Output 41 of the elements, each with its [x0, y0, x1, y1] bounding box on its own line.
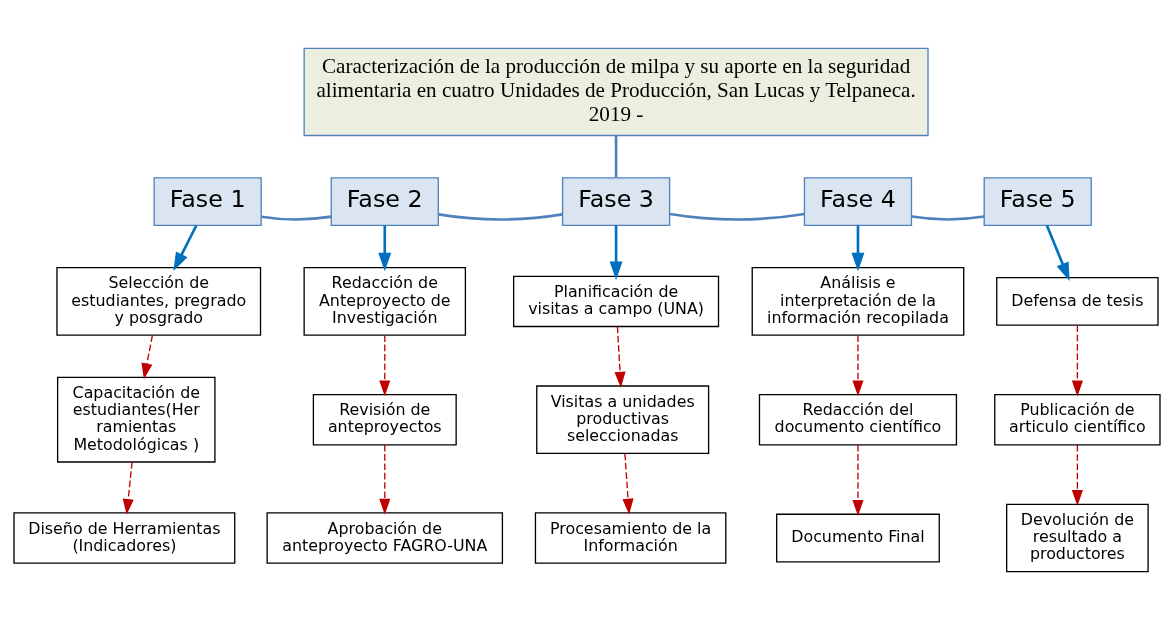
arrow: [852, 334, 864, 396]
node-box: Redacción de Anteproyecto de Investigación: [303, 266, 467, 336]
arrow: [141, 334, 153, 379]
connector: [614, 135, 618, 177]
connector: [911, 214, 985, 221]
node-box: Visitas a unidades productivas seleccionadas: [536, 384, 710, 454]
arrow: [379, 334, 391, 396]
node-box: Fase 3: [561, 176, 671, 226]
node-box: Fase 2: [330, 176, 439, 226]
node-box: Documento Final: [776, 513, 940, 562]
node-box: Devolución de resultado a productores: [1006, 503, 1149, 572]
arrow: [609, 224, 623, 280]
node-box: Caracterización de la producción de milpa y su aporte en la seguridad alimentaria en cuatro Unidades de Producción, San Lucas y Telpaneca. 2019 -: [303, 47, 929, 136]
arrow: [122, 460, 134, 515]
arrow: [1045, 224, 1070, 281]
node-box: Defensa de tesis: [996, 276, 1159, 326]
node-box: Redacción del documento científico: [758, 393, 958, 445]
arrow: [851, 224, 865, 271]
connector: [669, 212, 805, 221]
node-box: Análisis e interpretación de la información recopilada: [751, 266, 965, 336]
arrow: [1071, 324, 1083, 396]
node-box: Planificación de visitas a campo (UNA): [513, 275, 720, 327]
node-box: Selección de estudiantes, pregrado y posgrado: [56, 266, 262, 336]
arrow: [379, 443, 391, 515]
arrow: [614, 325, 626, 388]
node-box: Diseño de Herramientas (Indicadores): [13, 511, 236, 564]
node-box: Aprobación de anteproyecto FAGRO-UNA: [266, 511, 504, 564]
node-box: Publicación de articulo científico: [994, 393, 1161, 445]
connector: [261, 214, 332, 221]
arrow: [852, 443, 864, 516]
arrow: [622, 452, 634, 515]
connector: [438, 212, 563, 221]
node-box: Fase 1: [153, 176, 262, 226]
arrow: [173, 224, 198, 271]
node-box: Fase 5: [983, 176, 1092, 226]
node-box: Procesamiento de la Información: [534, 511, 727, 564]
node-box: Fase 4: [803, 176, 913, 226]
arrow: [1071, 443, 1083, 506]
node-box: Revisión de anteproyectos: [312, 393, 457, 445]
arrow: [378, 224, 392, 271]
node-box: Capacitación de estudiantes(Her ramientas Metodológicas ): [56, 376, 216, 463]
